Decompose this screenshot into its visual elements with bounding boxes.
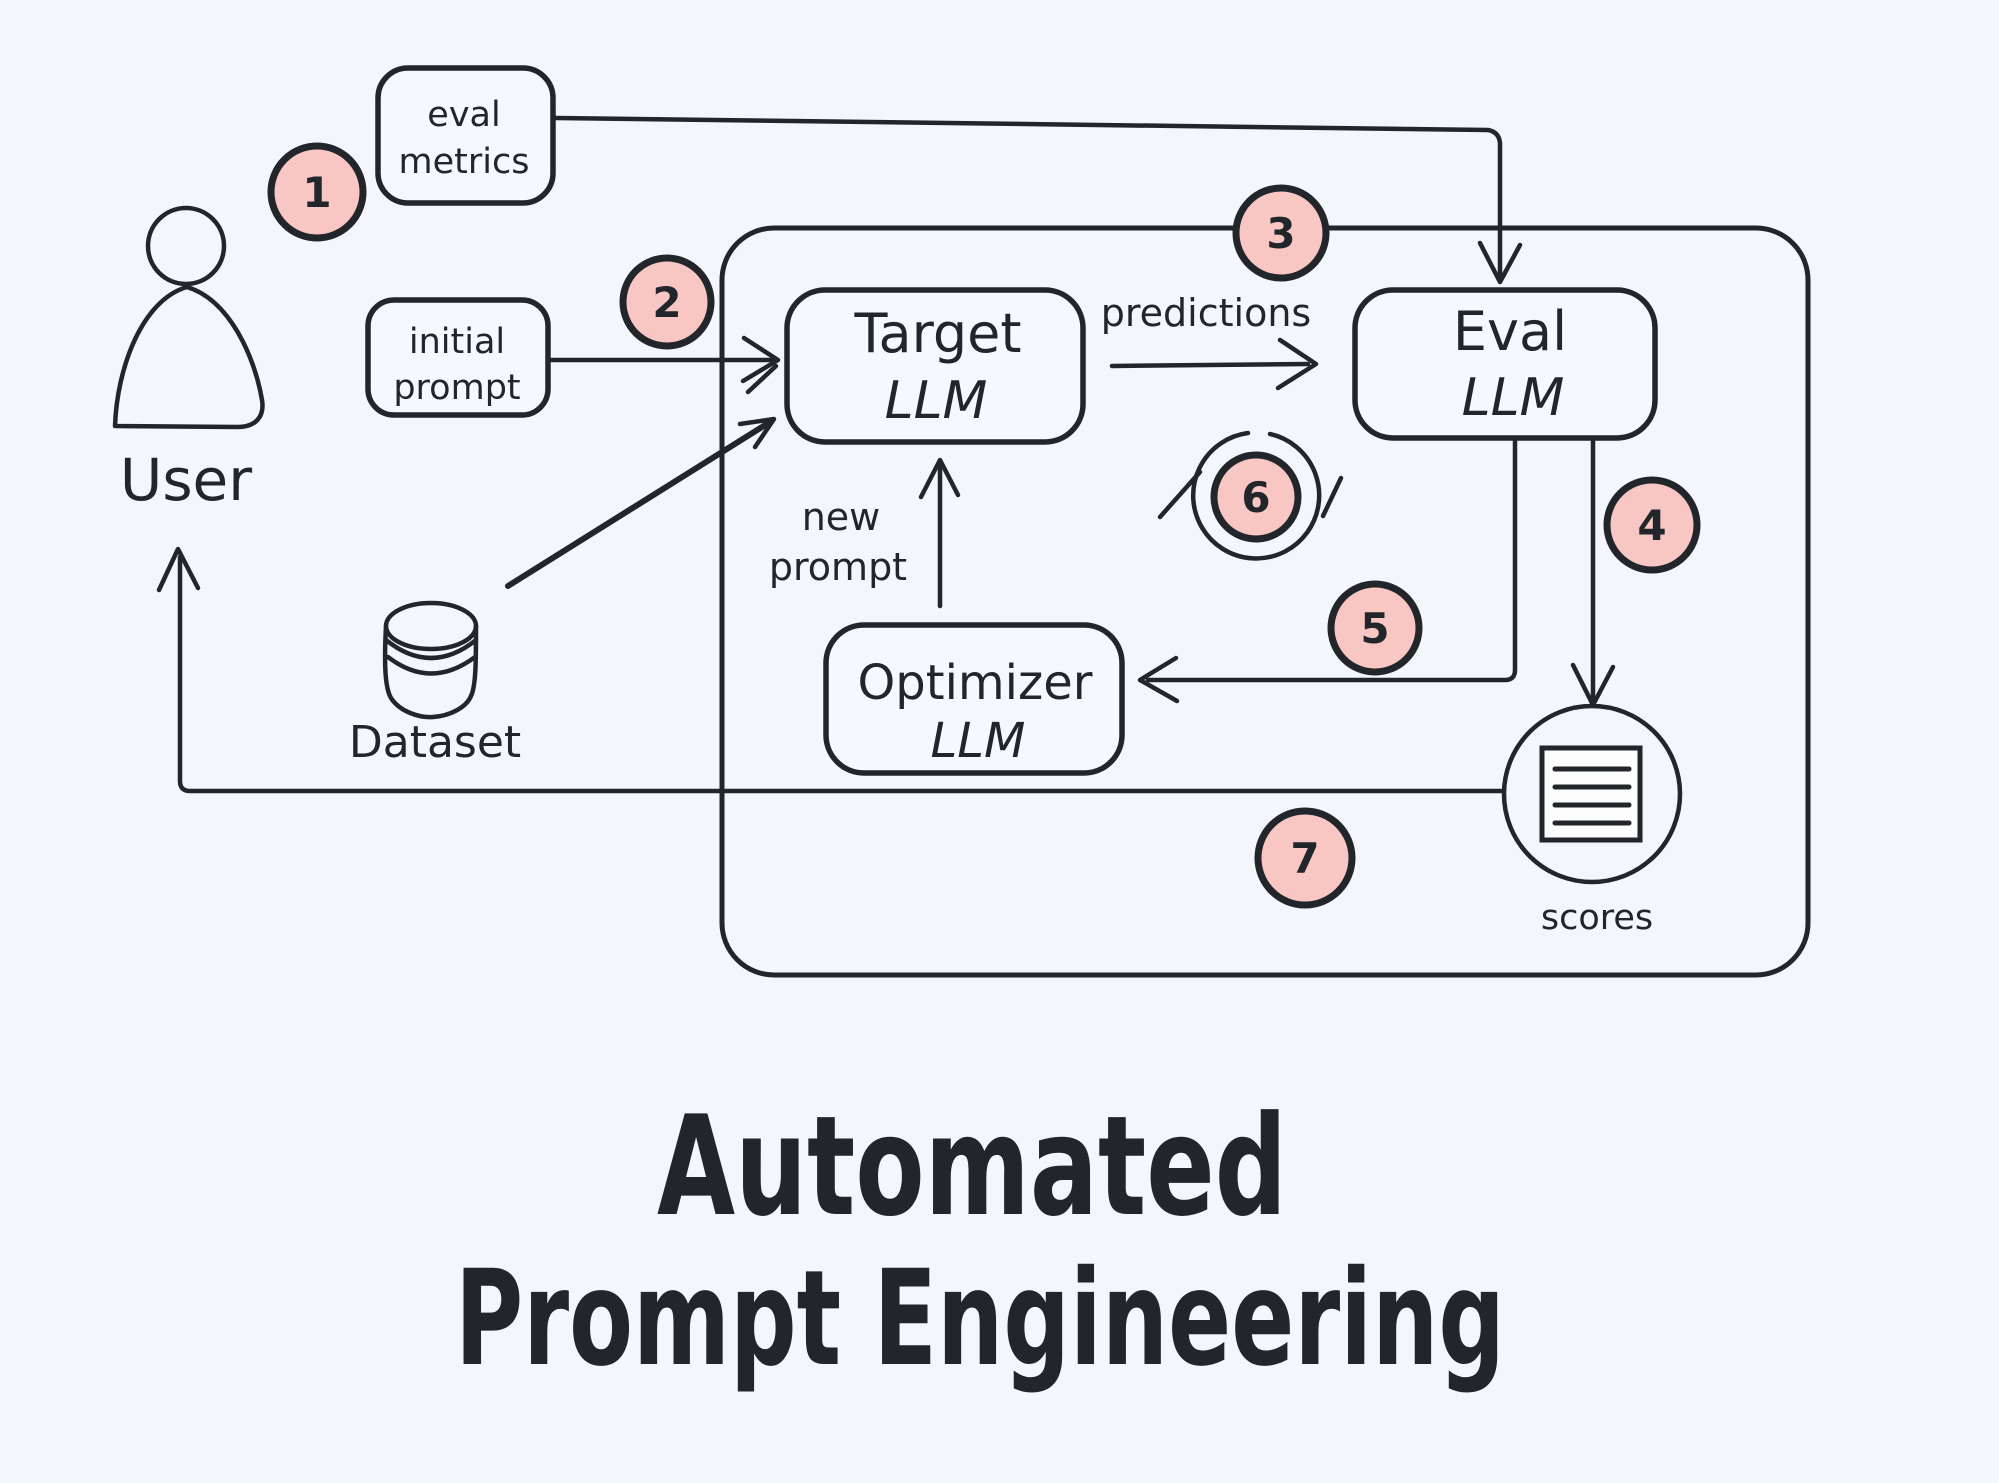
dataset-label: Dataset: [349, 717, 521, 768]
title-line2: Prompt Engineering: [455, 1242, 1505, 1396]
step-badge-1-number: 1: [302, 168, 331, 217]
user-body: [112, 284, 265, 430]
eval-llm-box: Eval LLM: [1352, 287, 1658, 441]
initial-prompt-label-line2: prompt: [393, 368, 520, 408]
loop-icon: [1157, 430, 1344, 561]
arrowhead-up-right: [737, 416, 777, 450]
predictions-label: predictions: [1101, 291, 1311, 335]
eval-llm-label-line1: Eval: [1453, 300, 1567, 363]
optimizer-llm-label-line1: Optimizer: [858, 655, 1093, 711]
step-badge-5: 5: [1327, 580, 1423, 676]
edge-7-scores-to-user: [156, 546, 1509, 794]
eval-metrics-box: eval metrics: [375, 65, 556, 206]
edge-dataset-to-target-llm: [505, 416, 777, 589]
edge-5-eval-llm-to-optimizer-llm: [1137, 435, 1518, 704]
step-badge-6-number: 6: [1241, 473, 1270, 522]
user-icon: [112, 205, 265, 430]
dataset-icon: [382, 600, 479, 720]
arrowhead-left: [1137, 655, 1180, 704]
step-badge-6: 6: [1210, 451, 1302, 543]
step-badge-4: 4: [1603, 476, 1701, 574]
scores-node: [1501, 703, 1683, 885]
new-prompt-label-line2: prompt: [769, 545, 907, 589]
step-badge-2: 2: [619, 254, 715, 350]
target-llm-label-line1: Target: [853, 302, 1021, 365]
eval-metrics-label-line1: eval: [427, 95, 500, 135]
scores-document-icon: [1539, 745, 1643, 843]
step-badge-7: 7: [1254, 807, 1356, 909]
edge-6-new-prompt: [918, 457, 961, 609]
edge-2-initial-prompt-to-target-llm: [547, 335, 781, 395]
step-badge-2-number: 2: [652, 278, 681, 327]
arrowhead-down: [1477, 240, 1523, 285]
user-label: User: [120, 446, 252, 514]
step-badge-3-number: 3: [1266, 209, 1295, 258]
optimizer-llm-box: Optimizer LLM: [823, 622, 1125, 776]
step-badge-7-number: 7: [1290, 834, 1319, 883]
eval-llm-label-line2: LLM: [1462, 368, 1565, 428]
target-llm-box: Target LLM: [784, 287, 1086, 445]
step-badge-1: 1: [267, 142, 367, 242]
edge-4-eval-llm-to-scores: [1570, 435, 1616, 708]
step-badge-3: 3: [1232, 184, 1330, 282]
arrowhead-up: [918, 457, 961, 500]
arrowhead-right: [740, 335, 781, 384]
new-prompt-label-line1: new: [802, 495, 881, 539]
optimizer-llm-label-line2: LLM: [931, 713, 1026, 769]
arrowhead-right: [1275, 337, 1319, 391]
target-llm-label-line2: LLM: [885, 371, 988, 431]
step-badge-4-number: 4: [1637, 501, 1666, 550]
scores-label: scores: [1541, 898, 1653, 938]
edge-3-predictions: [1109, 337, 1319, 391]
edge-1-eval-metrics-to-eval-llm: [553, 115, 1523, 285]
initial-prompt-label-line1: initial: [409, 322, 505, 362]
eval-metrics-label-line2: metrics: [399, 142, 530, 182]
initial-prompt-box: initial prompt: [365, 297, 551, 418]
user-head: [145, 205, 227, 287]
arrowhead-up: [156, 546, 201, 593]
step-badge-5-number: 5: [1360, 604, 1389, 653]
title-line1: Automated: [657, 1086, 1287, 1247]
